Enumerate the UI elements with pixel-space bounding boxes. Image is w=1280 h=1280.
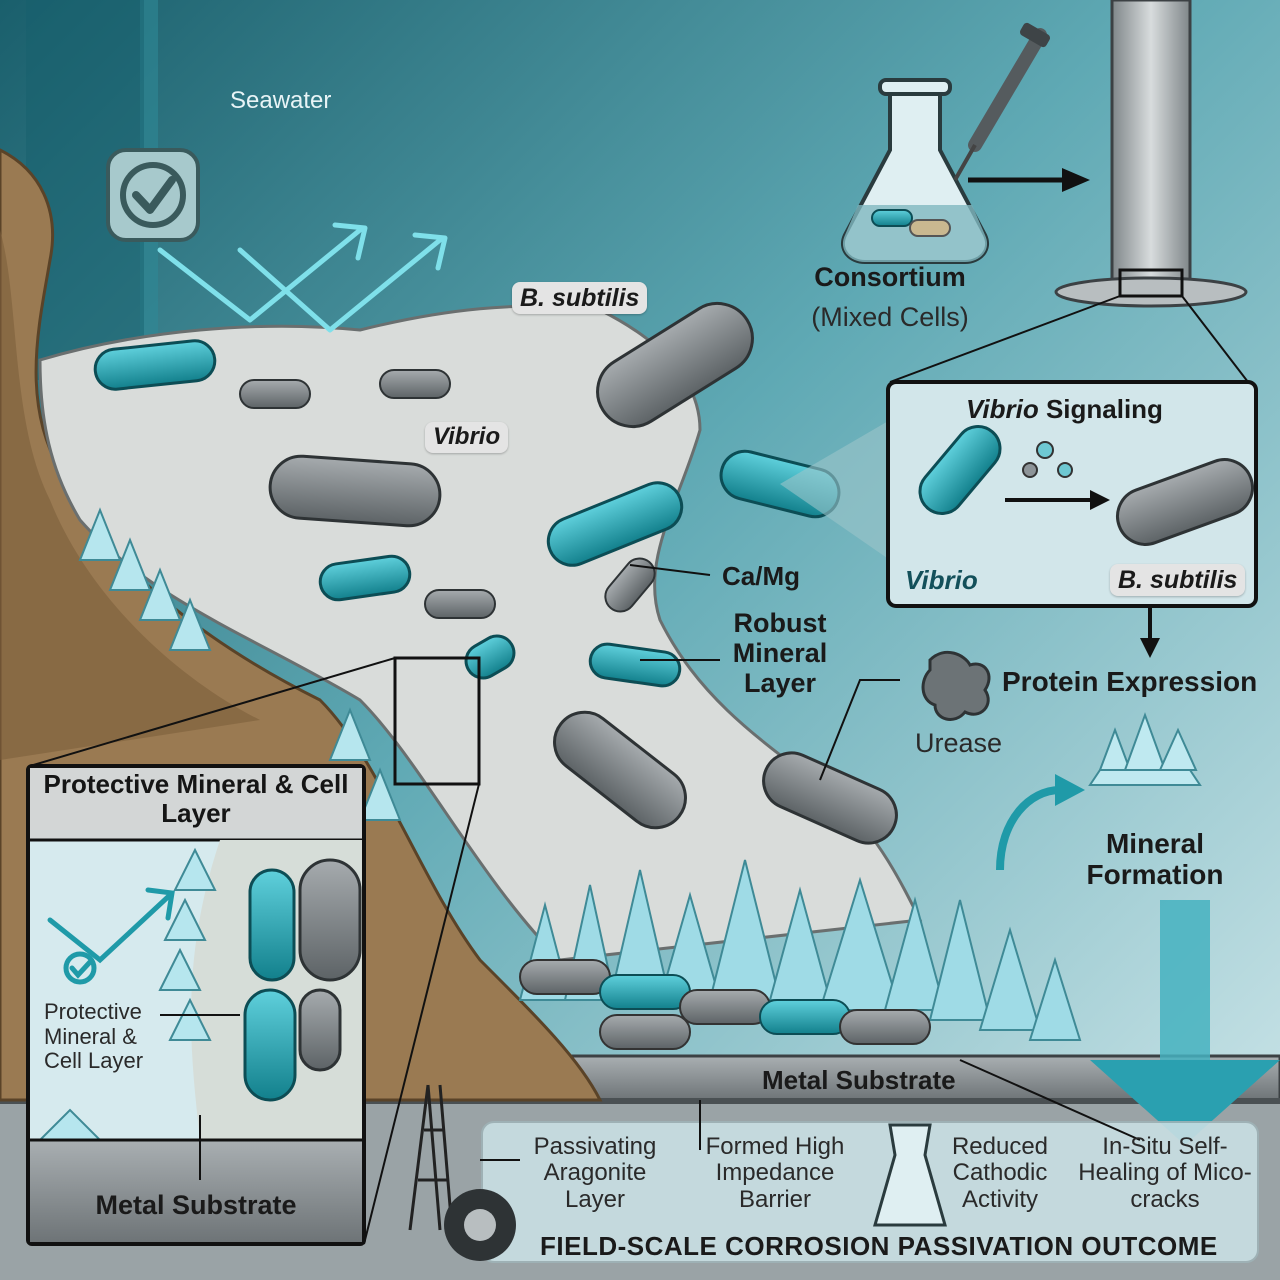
leader-line [629, 564, 711, 576]
inset-title: Protective Mineral & Cell Layer [43, 769, 349, 828]
outcome-title: FIELD-SCALE CORROSION PASSIVATION OUTCOM… [540, 1231, 1218, 1261]
floor-line [0, 1098, 1280, 1104]
pipe-icon [1054, 0, 1248, 308]
signaling-b-subtilis-label: B. subtilis [1110, 564, 1246, 596]
zoom-source-box [393, 656, 481, 786]
seawater-label: Seawater [230, 87, 332, 114]
signaling-vibrio-label: Vibrio [905, 565, 978, 595]
zoom-line [29, 657, 396, 767]
zoom-line [1181, 295, 1249, 383]
leader-line [819, 679, 900, 781]
inset-crystals [37, 847, 217, 1141]
urease-protein-icon [921, 650, 991, 721]
zoom-line [889, 295, 1121, 383]
metal-substrate-label: Metal Substrate [762, 1065, 956, 1095]
signal-molecule [1057, 462, 1073, 478]
mixed-cells-label: (Mixed Cells) [811, 302, 969, 332]
outcome-reduced-cathodic-activity: Reduced Cathodic Activity [951, 1133, 1049, 1213]
b-subtilis-label: B. subtilis [512, 282, 648, 314]
urease-label: Urease [915, 728, 1003, 758]
vibrio-label: Vibrio [425, 422, 509, 453]
vibrio-signaling-emphasis: Vibrio [966, 394, 1039, 424]
inset-title-bar [30, 768, 362, 840]
beaker-icon [873, 1123, 947, 1227]
vibrio-signaling-rest: Signaling [1038, 394, 1163, 424]
signal-molecule [1036, 441, 1054, 459]
crystal-cluster-left [78, 507, 402, 821]
consortium-label: Consortium [814, 262, 966, 292]
ca-mg-label: Ca/Mg [722, 561, 800, 591]
biofilm-matrix [38, 304, 923, 962]
protein-expression-label: Protein Expression [1002, 666, 1258, 697]
zoom-line [363, 783, 480, 1245]
rock-shading [0, 230, 260, 760]
outcome-passivating-aragonite: Passivating Aragonite Layer [533, 1133, 657, 1213]
zoom-cone [780, 420, 890, 560]
flask-icon [841, 78, 989, 264]
pipette-icon [953, 22, 1051, 181]
inset-protective-label: Protective Mineral & Cell Layer [44, 999, 144, 1074]
check-icon [106, 148, 200, 242]
cell-chain-base [519, 959, 931, 1050]
gray-cells [239, 302, 898, 845]
inset-check-arrow-icon [47, 887, 175, 985]
inset-metal-substrate [30, 1140, 362, 1242]
big-down-arrow [1160, 900, 1210, 1070]
leader-line [959, 1059, 1141, 1141]
signal-molecule [1022, 462, 1038, 478]
curved-arrow-icon [996, 786, 1061, 871]
robust-mineral-layer-label: Robust Mineral Layer [732, 608, 828, 699]
mineral-crystal-icon [1088, 712, 1202, 786]
vibrio-signaling-title: Vibrio Signaling [966, 394, 1163, 424]
inset-metal-substrate-label: Metal Substrate [95, 1190, 297, 1220]
arrow-to-pipe-icon [968, 168, 1090, 192]
upward-trend-arrows-icon [157, 222, 448, 333]
pipe-section-icon [444, 1189, 516, 1261]
outcome-self-healing: In-Situ Self-Healing of Mico-cracks [1078, 1133, 1252, 1213]
outcome-high-impedance-barrier: Formed High Impedance Barrier [705, 1133, 845, 1213]
mineral-formation-label: Mineral Formation [1086, 828, 1224, 891]
